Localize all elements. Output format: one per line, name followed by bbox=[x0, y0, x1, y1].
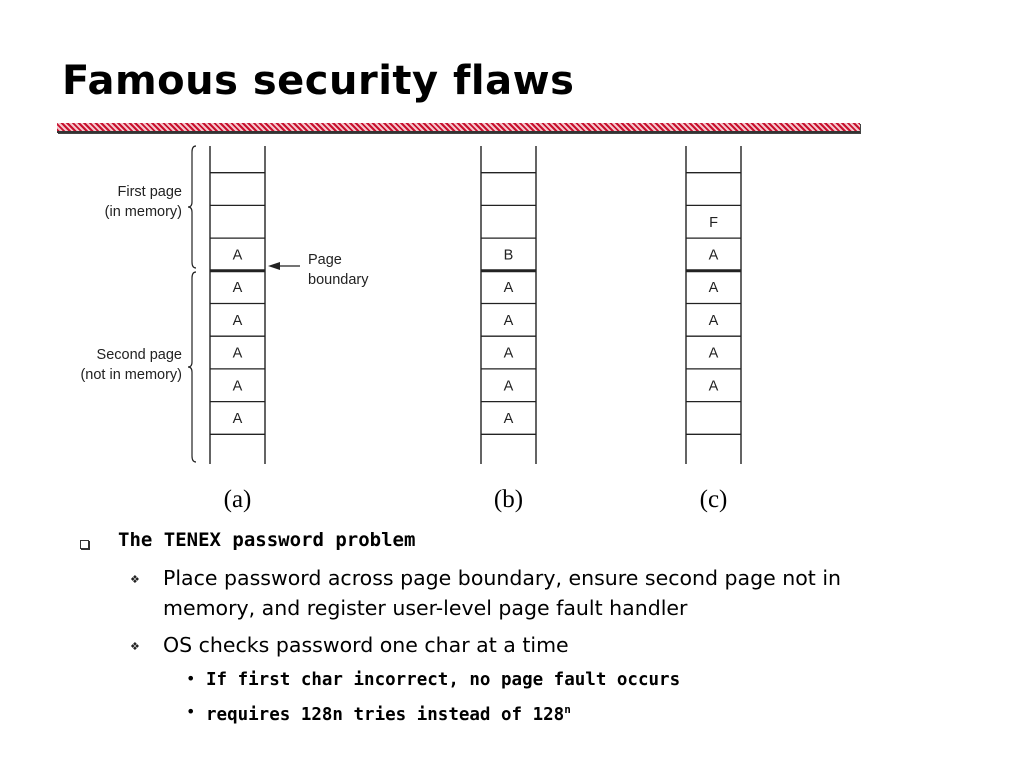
diamond-bullet-icon: ❖ bbox=[130, 640, 140, 653]
first-page-label: First page bbox=[118, 184, 182, 200]
bullet-os-checks: OS checks password one char at a time bbox=[163, 633, 569, 657]
stack-cell-char: A bbox=[233, 313, 243, 329]
page-boundary-label: Page bbox=[308, 252, 342, 268]
stack-cell-char: A bbox=[504, 346, 514, 362]
page-boundary-diagram: First page (in memory) Second page (not in … bbox=[80, 145, 742, 513]
second-page-label: (not in memory) bbox=[80, 367, 182, 383]
stack-cell-char: F bbox=[709, 215, 718, 231]
bullet-tenex: The TENEX password problem bbox=[118, 529, 416, 551]
page-boundary-label: boundary bbox=[308, 272, 369, 288]
page-braces bbox=[187, 145, 197, 463]
stack-cell-char: A bbox=[504, 378, 514, 394]
tries-text: requires 128n tries instead of 128 bbox=[206, 704, 565, 725]
panel-label: (b) bbox=[494, 486, 523, 513]
stack-cell-char: B bbox=[504, 247, 514, 263]
stack-cell-char: A bbox=[233, 280, 243, 296]
first-page-label: (in memory) bbox=[105, 204, 182, 220]
stack-cell-char: A bbox=[233, 346, 243, 362]
bullet-place-password-line2: memory, and register user-level page fau… bbox=[163, 596, 688, 620]
stack-cell-char: A bbox=[504, 280, 514, 296]
panel-label: (c) bbox=[700, 486, 728, 513]
second-page-label: Second page bbox=[97, 347, 182, 363]
square-bullet-icon bbox=[80, 540, 89, 549]
title-underline bbox=[57, 123, 860, 133]
stack-cell-char: A bbox=[709, 247, 719, 263]
dot-bullet-icon: • bbox=[186, 669, 196, 688]
brace-labels: First page (in memory) Second page (not in … bbox=[80, 184, 182, 383]
arrow-head bbox=[268, 262, 280, 270]
curly-brace bbox=[187, 145, 197, 269]
dot-bullet-icon: • bbox=[186, 702, 196, 721]
stack-cell-char: A bbox=[233, 411, 243, 427]
page-boundary-arrow: Page boundary bbox=[268, 252, 369, 288]
stack-cell-char: A bbox=[709, 313, 719, 329]
stack-cell-char: A bbox=[709, 346, 719, 362]
stack-cell-char: A bbox=[233, 247, 243, 263]
bullet-requires-tries: requires 128n tries instead of 128n bbox=[206, 703, 571, 725]
stack-cell-char: A bbox=[504, 313, 514, 329]
curly-brace bbox=[187, 271, 197, 463]
stack-cell-char: A bbox=[504, 411, 514, 427]
panel-label: (a) bbox=[224, 486, 252, 513]
bullet-first-char: If first char incorrect, no page fault o… bbox=[206, 670, 681, 690]
stack-cell-char: A bbox=[709, 280, 719, 296]
bullet-place-password-line1: Place password across page boundary, ens… bbox=[163, 566, 842, 590]
stack-cell-char: A bbox=[709, 378, 719, 394]
diamond-bullet-icon: ❖ bbox=[130, 573, 140, 586]
slide-title: Famous security flaws bbox=[62, 58, 575, 104]
exponent-n: n bbox=[564, 703, 571, 716]
stack-cell-char: A bbox=[233, 378, 243, 394]
